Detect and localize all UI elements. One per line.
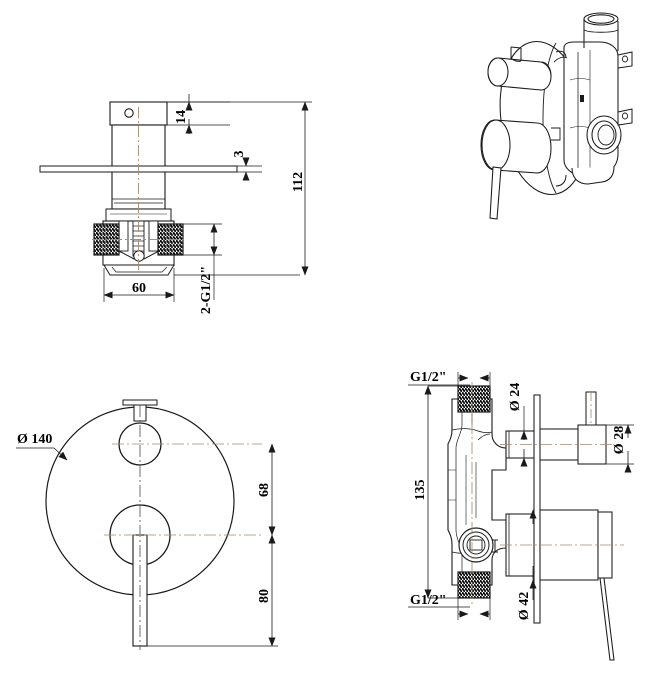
iso-outlet-port — [586, 115, 622, 155]
front-elevation-view — [39, 101, 238, 276]
dim-label-3: 3 — [232, 151, 247, 158]
section-view-dimensions — [408, 372, 634, 620]
iso-lever-arm — [489, 166, 502, 220]
front-elevation-dimensions — [103, 94, 312, 302]
section-top-thread — [457, 385, 491, 413]
section-escutcheon-plate — [533, 394, 541, 624]
iso-handle-hub — [480, 119, 552, 174]
dim-label-24: Ø 24 — [508, 383, 523, 411]
dim-g12-bottom — [408, 598, 491, 620]
valve-flange — [105, 208, 172, 222]
dim-g12-top — [408, 372, 491, 386]
dim-label-42: Ø 42 — [517, 592, 532, 620]
dim-80 — [147, 534, 278, 647]
section-outlet-boss — [458, 527, 498, 563]
section-side-view — [447, 382, 624, 661]
iso-mounting-ears — [617, 51, 633, 126]
iso-top-inlet — [583, 12, 619, 51]
dim-28 — [606, 424, 634, 473]
iso-bottom-port — [571, 166, 615, 185]
dim-140-leader — [16, 447, 68, 461]
dim-label-68: 68 — [257, 483, 272, 497]
dim-label-140: Ø 140 — [17, 432, 52, 447]
dim-label-14: 14 — [174, 110, 189, 124]
dim-60 — [103, 268, 175, 302]
face-plate-view — [45, 399, 262, 650]
iso-plate-body-joint — [551, 50, 568, 187]
dim-135 — [424, 385, 458, 599]
dim-label-2-g12: 2-G1/2" — [199, 266, 214, 314]
section-bottom-thread — [457, 571, 491, 599]
dim-112 — [167, 101, 312, 276]
dim-label-g12-top: G1/2" — [410, 370, 447, 385]
dim-label-28: Ø 28 — [612, 426, 627, 454]
iso-diverter-knob — [487, 46, 552, 91]
dim-label-135: 135 — [413, 480, 428, 501]
dim-label-60: 60 — [132, 281, 146, 296]
iso-valve-body — [563, 41, 619, 177]
dim-label-g12-bottom: G1/2" — [410, 593, 447, 608]
dim-label-112: 112 — [291, 172, 306, 192]
dim-label-80: 80 — [257, 589, 272, 603]
face-view-dimensions — [16, 443, 278, 647]
isometric-view — [480, 12, 633, 220]
